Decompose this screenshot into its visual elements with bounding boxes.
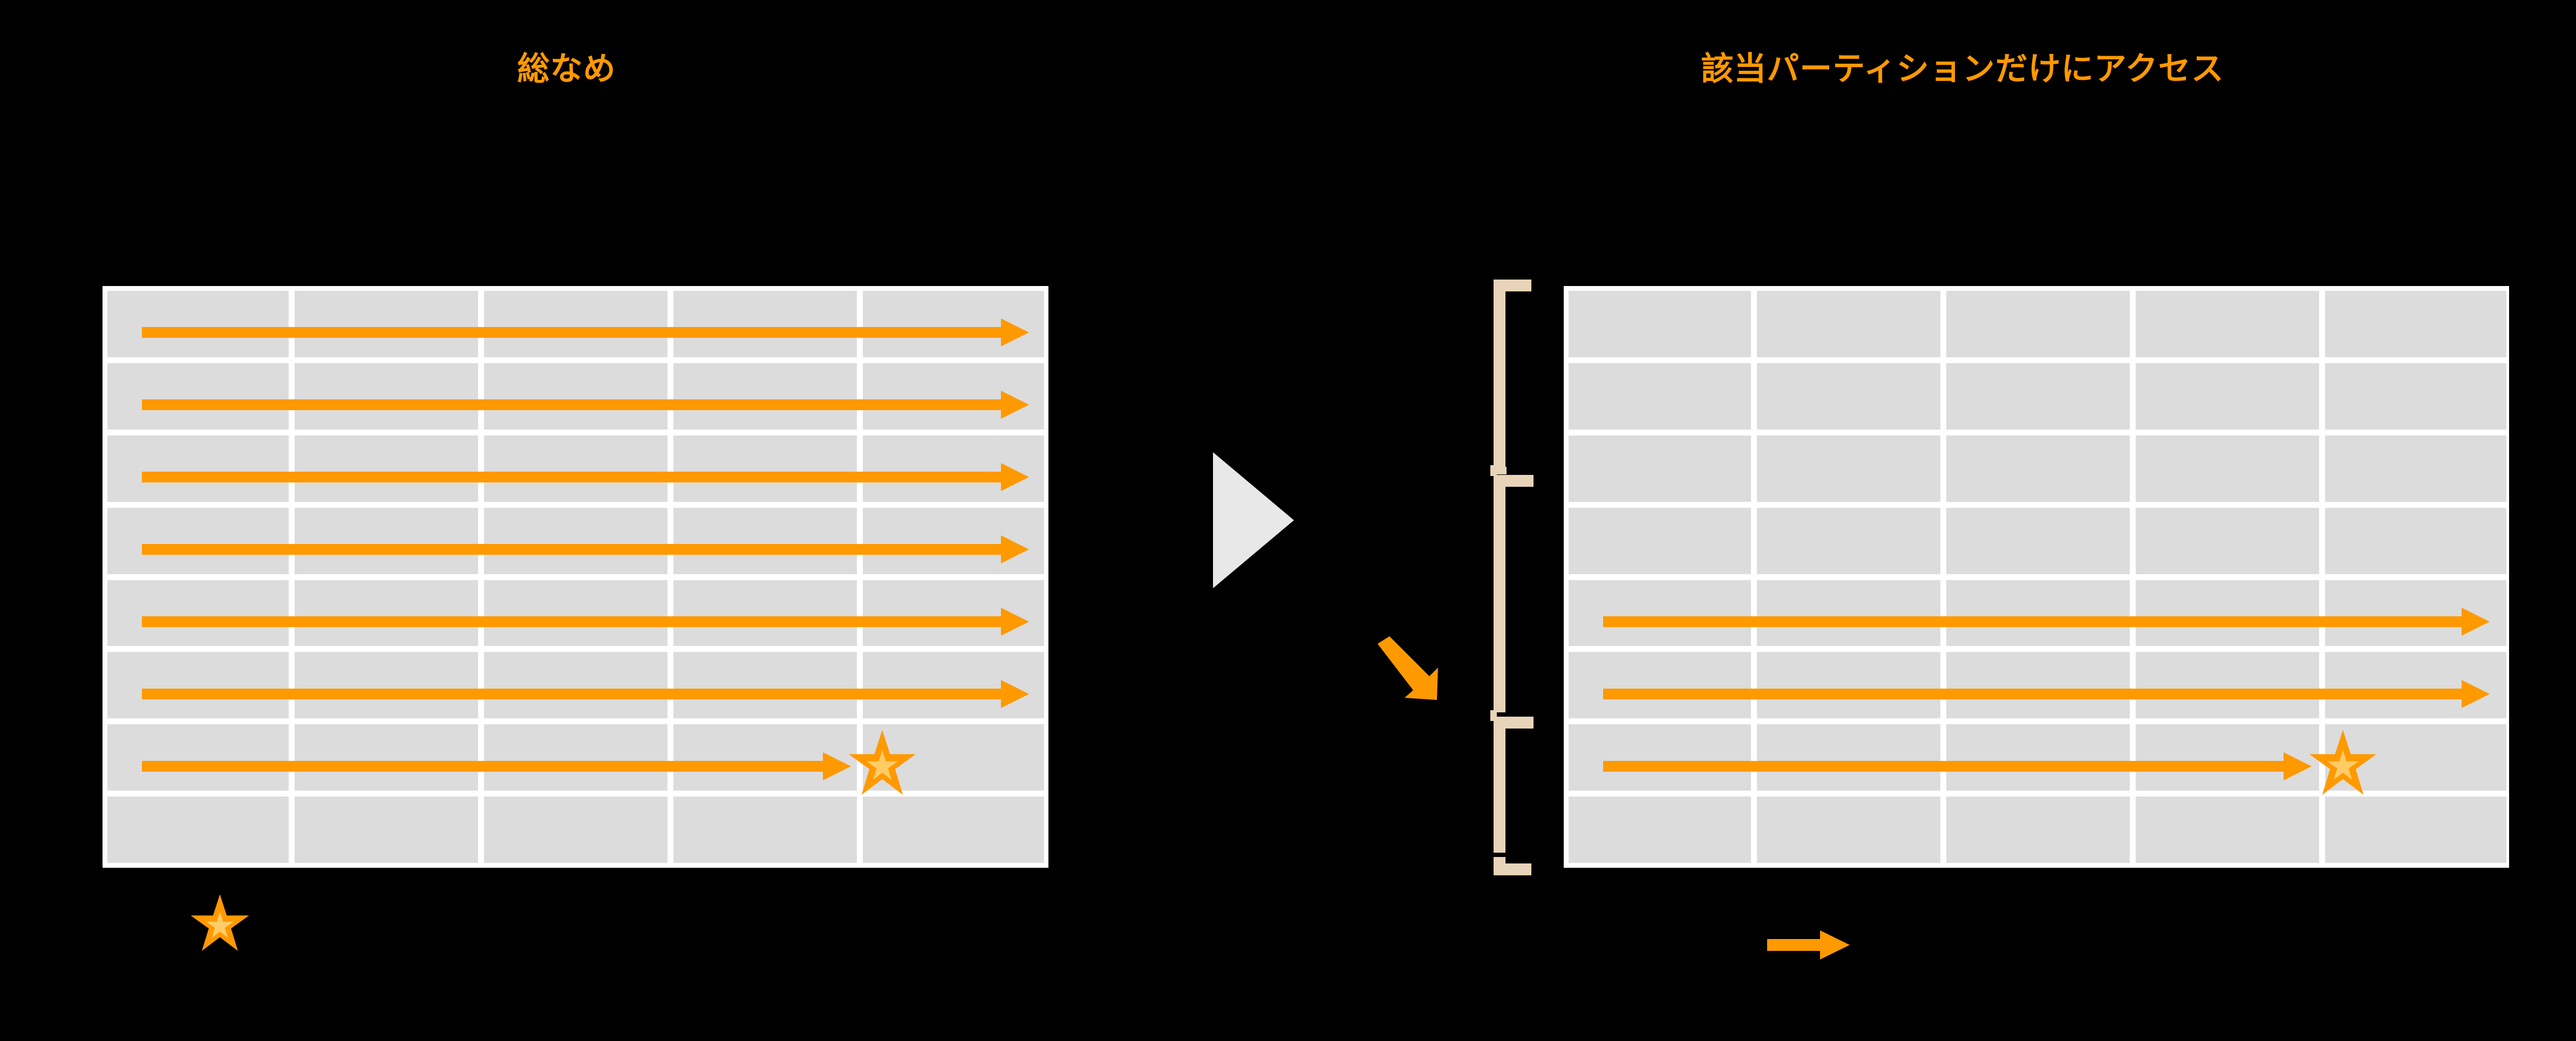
- table-cell: [295, 507, 478, 574]
- table-cell: [673, 652, 857, 719]
- table-cell: [2325, 507, 2506, 574]
- legend-arrow-shaft: [1767, 939, 1821, 951]
- table-cell: [2136, 507, 2319, 574]
- table-cell: [1946, 363, 2130, 430]
- table-cell: [2136, 652, 2319, 719]
- table-cell: [2325, 363, 2506, 430]
- table-cell: [295, 291, 478, 357]
- table-cell: [484, 507, 667, 574]
- table-cell: [2325, 724, 2506, 791]
- table-cell: [1757, 435, 1940, 502]
- table-cell: [295, 724, 478, 791]
- table-cell: [107, 507, 289, 574]
- left-table-grid: [103, 286, 1048, 868]
- table-cell: [863, 580, 1044, 647]
- table-cell: [1757, 363, 1940, 430]
- table-cell: [107, 797, 289, 863]
- table-cell: [295, 580, 478, 647]
- table-cell: [1757, 797, 1940, 863]
- table-cell: [1946, 291, 2130, 357]
- table-cell: [107, 580, 289, 647]
- table-cell: [2136, 797, 2319, 863]
- right-table-grid: [1564, 286, 2509, 868]
- play-triangle-icon: [1213, 452, 1294, 588]
- table-cell: [107, 435, 289, 502]
- table-cell: [863, 291, 1044, 357]
- table-cell: [1946, 580, 2130, 647]
- table-cell: [1946, 652, 2130, 719]
- table-cell: [1569, 507, 1751, 574]
- table-cell: [1569, 797, 1751, 863]
- table-cell: [863, 363, 1044, 430]
- table-cell: [484, 363, 667, 430]
- table-cell: [1946, 797, 2130, 863]
- table-cell: [2136, 363, 2319, 430]
- table-cell: [2325, 291, 2506, 357]
- table-cell: [295, 363, 478, 430]
- table-cell: [1946, 724, 2130, 791]
- table-cell: [1569, 291, 1751, 357]
- table-cell: [295, 435, 478, 502]
- table-cell: [107, 291, 289, 357]
- table-cell: [673, 507, 857, 574]
- table-cell: [1569, 435, 1751, 502]
- table-cell: [1946, 435, 2130, 502]
- table-cell: [2325, 652, 2506, 719]
- table-cell: [2325, 797, 2506, 863]
- table-cell: [673, 291, 857, 357]
- table-cell: [863, 652, 1044, 719]
- table-cell: [484, 797, 667, 863]
- table-cell: [2136, 724, 2319, 791]
- table-cell: [1757, 507, 1940, 574]
- table-cell: [484, 652, 667, 719]
- table-cell: [673, 435, 857, 502]
- table-cell: [107, 724, 289, 791]
- table-cell: [107, 363, 289, 430]
- table-cell: [484, 435, 667, 502]
- table-cell: [863, 724, 1044, 791]
- table-cell: [1569, 652, 1751, 719]
- table-cell: [2325, 435, 2506, 502]
- table-cell: [1757, 652, 1940, 719]
- table-cell: [295, 652, 478, 719]
- legend-star-icon: [189, 893, 251, 955]
- table-cell: [673, 363, 857, 430]
- table-cell: [863, 797, 1044, 863]
- table-cell: [863, 507, 1044, 574]
- table-cell: [1569, 580, 1751, 647]
- table-cell: [673, 724, 857, 791]
- table-cell: [1569, 363, 1751, 430]
- table-cell: [863, 435, 1044, 502]
- table-cell: [2136, 580, 2319, 647]
- right-panel-title: 該当パーティションだけにアクセス: [1701, 51, 2224, 87]
- table-cell: [673, 580, 857, 647]
- table-cell: [673, 797, 857, 863]
- table-cell: [2325, 580, 2506, 647]
- table-cell: [295, 797, 478, 863]
- table-cell: [1946, 507, 2130, 574]
- table-cell: [1757, 580, 1940, 647]
- diagonal-arrow-down-right-icon: [1373, 634, 1443, 704]
- table-cell: [484, 291, 667, 357]
- legend-arrow-right-icon: [1767, 930, 1850, 960]
- table-cell: [2136, 291, 2319, 357]
- table-cell: [107, 652, 289, 719]
- table-cell: [2136, 435, 2319, 502]
- legend-arrow-head: [1820, 930, 1850, 960]
- left-panel-title: 総なめ: [517, 51, 616, 87]
- table-cell: [484, 724, 667, 791]
- table-cell: [1757, 724, 1940, 791]
- table-cell: [1569, 724, 1751, 791]
- table-cell: [484, 580, 667, 647]
- table-cell: [1757, 291, 1940, 357]
- partition-bracket-icon: [1489, 275, 1570, 880]
